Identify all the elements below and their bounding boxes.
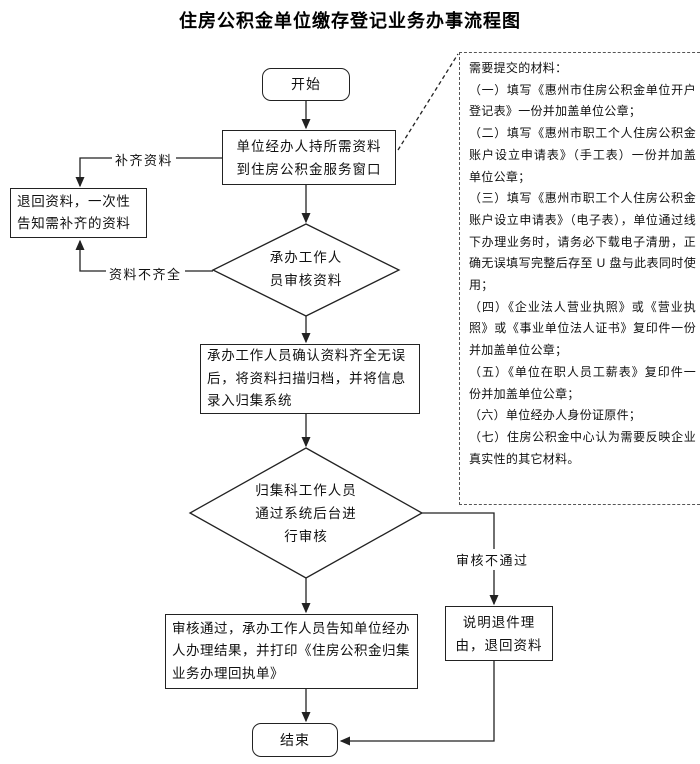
reject-node: 说明退件理 由，退回资料 xyxy=(445,606,553,661)
review-fail-edge-label: 审核不通过 xyxy=(453,549,532,570)
incomplete-edge-label: 资料不齐全 xyxy=(106,263,185,284)
decision-review2-label: 归集科工作人员 通过系统后台进 行审核 xyxy=(255,483,357,544)
start-node: 开始 xyxy=(262,68,350,101)
materials-heading: 需要提交的材料： xyxy=(469,61,568,75)
materials-item: （二）填写《惠州市职工个人住房公积金账户设立申请表》（手工表）一份并加盖单位公章… xyxy=(469,126,696,184)
materials-item: （五）《单位在职人员工薪表》复印件一份并加盖单位公章； xyxy=(469,364,696,401)
materials-item: （四）《企业法人营业执照》或《营业执照》或《事业单位法人证书》复印件一份并加盖单… xyxy=(469,299,696,358)
required-materials-panel: 需要提交的材料： （一）填写《惠州市住房公积金单位开户登记表》一份并加盖单位公章… xyxy=(459,52,700,505)
materials-item: （一）填写《惠州市住房公积金单位开户登记表》一份并加盖单位公章； xyxy=(469,82,696,119)
page-title: 住房公积金单位缴存登记业务办事流程图 xyxy=(179,11,521,31)
return-materials-node: 退回资料，一次性 告知需补齐的资料 xyxy=(10,188,147,238)
supplement-edge-label: 补齐资料 xyxy=(112,149,177,170)
callout-leader-line xyxy=(397,53,459,151)
submit-materials-node: 单位经办人持所需资料 到住房公积金服务窗口 xyxy=(222,130,396,185)
materials-item: （七）住房公积金中心认为需要反映企业真实性的其它材料。 xyxy=(469,429,696,466)
end-node: 结束 xyxy=(252,723,338,757)
materials-item: （六）单位经办人身份证原件； xyxy=(469,408,642,423)
decision-review1-label: 承办工作人 员审核资料 xyxy=(269,250,343,288)
materials-item: （三）填写《惠州市职工个人住房公积金账户设立申请表》（电子表），单位通过线下办理… xyxy=(469,191,696,293)
archive-node: 承办工作人员确认资料齐全无误 后，将资料扫描归档，并将信息 录入归集系统 xyxy=(200,344,420,414)
result-node: 审核通过，承办工作人员告知单位经办 人办理结果，并打印《住房公积金归集 业务办理… xyxy=(165,614,418,689)
